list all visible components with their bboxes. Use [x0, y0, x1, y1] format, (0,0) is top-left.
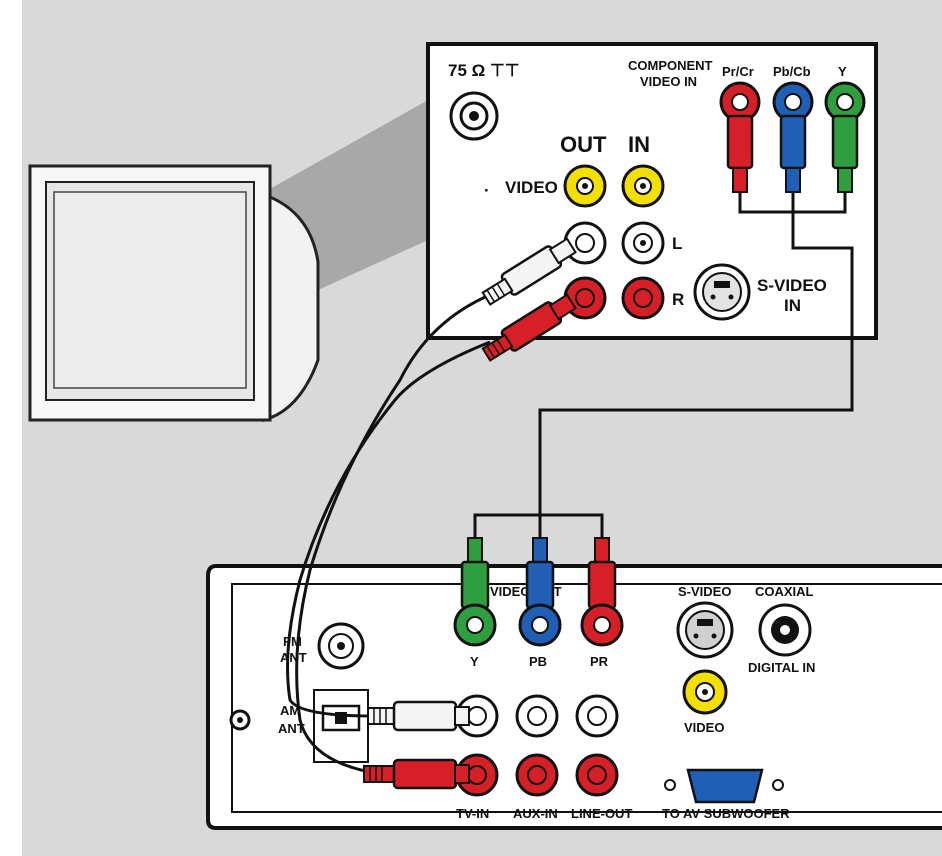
- aux-in-label: AUX-IN: [513, 806, 558, 821]
- fm-antenna-label-2: ANT: [280, 650, 307, 665]
- y-label: Y: [838, 64, 847, 79]
- out-label: OUT: [560, 132, 607, 157]
- left-label: L: [672, 234, 682, 253]
- component-video-in-label-1: COMPONENT: [628, 58, 713, 73]
- component-video-in-label-2: VIDEO IN: [640, 74, 697, 89]
- component-pr-label: PR: [590, 654, 609, 669]
- bullet-dot: ·: [484, 181, 490, 200]
- coaxial-label: COAXIAL: [755, 584, 814, 599]
- tv-in-label: TV-IN: [456, 806, 489, 821]
- video-label: VIDEO: [505, 178, 558, 197]
- tv-audio-out-left-jack[interactable]: [563, 221, 607, 265]
- to-av-subwoofer-label: TO AV SUBWOOFER: [662, 806, 790, 821]
- tv-component-pr-plug[interactable]: [719, 81, 761, 193]
- s-video-in-label-1: S-VIDEO: [757, 276, 827, 295]
- player-component-pb-plug[interactable]: [518, 537, 562, 647]
- right-label: R: [672, 290, 684, 309]
- pr-cr-label: Pr/Cr: [722, 64, 754, 79]
- line-out-label: LINE-OUT: [571, 806, 632, 821]
- component-video-cable: [473, 192, 854, 538]
- line-out-left-jack[interactable]: [575, 694, 619, 738]
- am-antenna-label-1: AM: [280, 703, 300, 718]
- subwoofer-connector[interactable]: [686, 768, 764, 804]
- s-video-out-label: S-VIDEO: [678, 584, 731, 599]
- antenna-jack[interactable]: [449, 91, 499, 141]
- am-antenna-label-2: ANT: [278, 721, 305, 736]
- component-pb-label: PB: [529, 654, 547, 669]
- s-video-in-label-2: IN: [784, 296, 801, 315]
- player-white-audio-plug: [367, 700, 470, 732]
- antenna-label: 75 Ω ⊤⊤: [448, 61, 520, 80]
- tv-red-audio-plug: [481, 293, 577, 362]
- pb-cb-label: Pb/Cb: [773, 64, 811, 79]
- tv-video-out-jack[interactable]: [563, 164, 607, 208]
- player-component-pr-plug[interactable]: [580, 537, 624, 647]
- in-label: IN: [628, 132, 650, 157]
- fm-antenna-jack[interactable]: [317, 622, 365, 670]
- aux-in-right-jack[interactable]: [515, 753, 559, 797]
- component-y-label: Y: [470, 654, 479, 669]
- tv-set-illustration: [28, 164, 320, 422]
- audio-cables: [286, 292, 493, 774]
- aux-in-left-jack[interactable]: [515, 694, 559, 738]
- tv-video-in-jack[interactable]: [621, 164, 665, 208]
- coaxial-digital-in-jack[interactable]: [758, 603, 812, 657]
- player-red-audio-plug: [363, 758, 470, 790]
- player-video-label: VIDEO: [684, 720, 724, 735]
- tv-audio-in-left-jack[interactable]: [621, 221, 665, 265]
- tv-audio-in-right-jack[interactable]: [621, 276, 665, 320]
- digital-in-label: DIGITAL IN: [748, 660, 815, 675]
- player-rear-panel: FM ANT AM ANT VIDEO OUT: [206, 537, 942, 830]
- tv-white-audio-plug: [481, 237, 577, 306]
- player-component-y-plug[interactable]: [453, 537, 497, 647]
- tv-s-video-in-jack[interactable]: [693, 263, 751, 321]
- player-video-out-jack[interactable]: [682, 669, 728, 715]
- line-out-right-jack[interactable]: [575, 753, 619, 797]
- tv-component-pb-plug[interactable]: [772, 81, 814, 193]
- player-s-video-out-jack[interactable]: [676, 601, 734, 659]
